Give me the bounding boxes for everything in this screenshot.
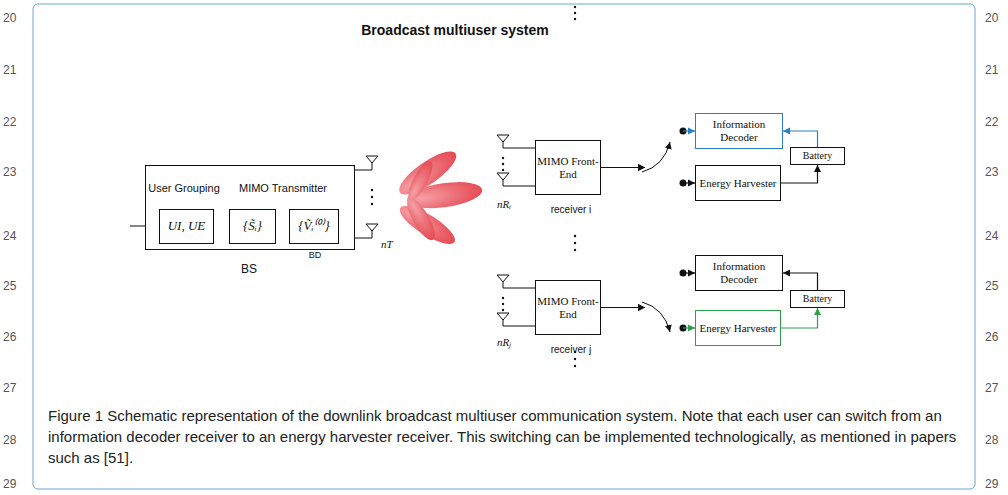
box-label: Information Decoder	[696, 118, 782, 143]
connector	[601, 308, 695, 329]
antenna-symbol	[355, 156, 378, 238]
harvester-box: Energy Harvester	[695, 165, 781, 201]
antenna-count: nT	[381, 238, 393, 251]
line-number: 20	[985, 12, 998, 26]
connector-line	[601, 167, 645, 168]
connector	[601, 168, 695, 184]
harvester-box: Energy Harvester	[695, 310, 781, 346]
line-number: 28	[3, 434, 16, 448]
connector-line	[683, 327, 695, 328]
line-number: 22	[3, 116, 16, 130]
box-label: Battery	[803, 150, 832, 162]
box-label: Information Decoder	[696, 260, 782, 285]
grouping-box: UI, UE	[159, 209, 214, 244]
connector-line	[683, 272, 695, 273]
box-label: {Ṽᵢ⁽⁰⁾}	[298, 219, 329, 234]
decoder-box: Information Decoder	[695, 113, 783, 149]
figure-caption: Figure 1 Schematic representation of the…	[48, 405, 958, 468]
box-caption: MIMO Transmitter	[239, 182, 327, 195]
line-number: 28	[985, 434, 998, 448]
connector-line	[783, 131, 818, 147]
box-label: User Grouping	[148, 182, 220, 195]
line-number: 26	[985, 331, 998, 345]
box-caption: receiver i	[551, 204, 592, 216]
antenna-count: nRᵢ	[497, 198, 511, 211]
connector	[601, 273, 695, 308]
front-end-box: MIMO Front-Endreceiver i	[535, 140, 601, 195]
diagram-title: Broadcast multiuser system	[361, 22, 549, 38]
line-number: 21	[985, 64, 998, 78]
line-number: 24	[985, 230, 998, 244]
connector-line	[781, 165, 818, 183]
line-number: 25	[985, 280, 998, 294]
box-label: Battery	[803, 293, 832, 305]
line-number: 20	[3, 12, 16, 26]
box-label: Energy Harvester	[699, 177, 776, 190]
box-caption: BD	[309, 250, 322, 260]
line-number: 27	[985, 382, 998, 396]
line-number: 23	[3, 166, 16, 180]
connector-line	[683, 130, 695, 131]
connector-line	[683, 182, 695, 183]
box-label: {S̃ᵢ}	[243, 219, 262, 234]
connector	[601, 131, 695, 168]
bs-box: User GroupingMIMO TransmitterBSUI, UE{S̃…	[145, 165, 355, 250]
line-number: 25	[3, 280, 16, 294]
switch-symbol	[642, 128, 687, 333]
connector-line	[601, 307, 645, 308]
battery-box: Battery	[790, 147, 845, 165]
connector-line	[601, 307, 645, 308]
connector	[781, 308, 818, 328]
line-number: 29	[985, 478, 998, 492]
front-end-box: MIMO Front-Endreceiver j	[535, 280, 601, 335]
antenna-symbol	[497, 135, 535, 326]
line-number: 21	[3, 64, 16, 78]
panel-frame	[33, 4, 975, 489]
connector	[783, 273, 818, 290]
box-label: UI, UE	[168, 219, 206, 234]
box-label: MIMO Front-End	[536, 295, 600, 320]
line-number: 26	[3, 331, 16, 345]
connector-line	[783, 273, 818, 290]
connector-line	[781, 308, 818, 328]
antenna-count: nRⱼ	[497, 336, 511, 349]
line-number: 24	[3, 230, 16, 244]
radiation-beam	[394, 144, 484, 250]
box-label: Energy Harvester	[699, 322, 776, 335]
line-number: 22	[985, 116, 998, 130]
connector-line	[601, 167, 645, 168]
decoder-box: Information Decoder	[695, 255, 783, 291]
connector	[781, 165, 818, 183]
box-caption: BS	[241, 263, 257, 277]
box-caption: receiver j	[551, 344, 592, 356]
precoder-box: {S̃ᵢ}	[229, 209, 276, 244]
connector	[783, 131, 818, 147]
box-label: MIMO Front-End	[536, 155, 600, 180]
line-number: 27	[3, 382, 16, 396]
bd-box: {Ṽᵢ⁽⁰⁾}BD	[289, 209, 339, 244]
line-number: 23	[985, 166, 998, 180]
battery-box: Battery	[790, 290, 845, 308]
line-number: 29	[3, 478, 16, 492]
